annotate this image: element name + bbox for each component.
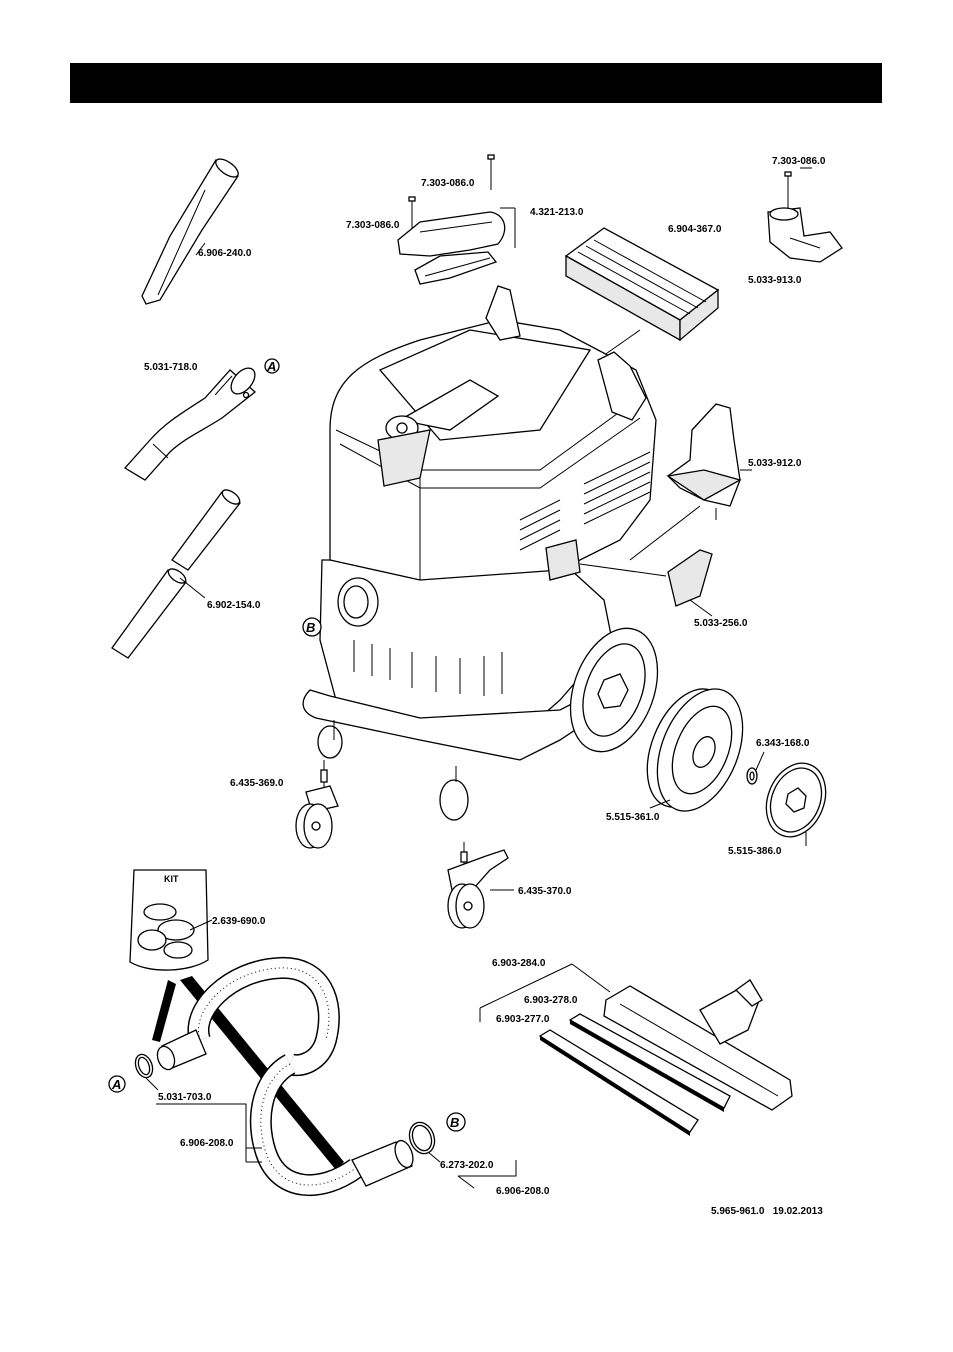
label-hose-adapter: 5.031-703.0: [158, 1092, 212, 1103]
label-accessory-holder: 5.033-913.0: [748, 275, 802, 286]
label-hose-assembly: 6.906-208.0: [496, 1186, 550, 1197]
castor-b-drawing: [447, 842, 514, 929]
seal-ring-drawing: [408, 1121, 441, 1163]
label-cover: 5.033-256.0: [694, 618, 748, 629]
castor-a-drawing: [295, 760, 339, 849]
kit-pointer-right: [180, 976, 344, 1170]
floor-nozzle-drawing: [603, 979, 793, 1111]
label-suction-hose: 6.906-208.0: [180, 1138, 234, 1149]
label-extension-tubes: 6.902-154.0: [207, 600, 261, 611]
label-strip-b: 6.903-277.0: [496, 1014, 550, 1025]
hub-cap-drawing: [765, 762, 827, 846]
extension-tubes-drawing: [111, 489, 241, 659]
label-seal-ring: 6.273-202.0: [440, 1160, 494, 1171]
floor-nozzle-bracket-drawing: [479, 963, 611, 1022]
label-flat-filter: 6.904-367.0: [668, 224, 722, 235]
top-screw-drawing: [487, 154, 495, 190]
label-screw-top: 7.303-086.0: [421, 178, 475, 189]
callout-b-hose: B: [450, 1115, 459, 1130]
bend-pipe-drawing: [123, 367, 257, 481]
accessory-holder-drawing: [767, 207, 843, 263]
kit-pointer-left: [152, 980, 176, 1042]
suction-hose-drawing: [156, 956, 414, 1197]
label-screw-holder: 7.303-086.0: [772, 156, 826, 167]
callout-b-circle-body: [302, 617, 322, 637]
label-bend-pipe: 5.031-718.0: [144, 362, 198, 373]
callout-a-circle-top: [264, 358, 280, 374]
label-wheel: 5.515-361.0: [606, 812, 660, 823]
label-nozzle-holder: 5.033-912.0: [748, 458, 802, 469]
label-retaining-ring: 6.343-168.0: [756, 738, 810, 749]
hose-adapter-drawing: [134, 1053, 159, 1091]
kit-bag-drawing: [129, 869, 213, 971]
callout-a-bottom: A: [111, 1077, 121, 1092]
hose-assembly-bracket-drawing: [457, 1160, 517, 1189]
rear-wheel-drawing: [569, 627, 659, 753]
strip-a-drawing: [568, 1013, 731, 1112]
label-floor-nozzle: 6.903-284.0: [492, 958, 546, 969]
callout-b-body: B: [306, 620, 315, 635]
label-castor-b: 6.435-370.0: [518, 886, 572, 897]
flat-filter-drawing: [564, 227, 720, 373]
label-screw-handle: 7.303-086.0: [346, 220, 400, 231]
footer-document-info: 5.965-961.0 19.02.2013: [711, 1206, 823, 1217]
holder-screw-drawing: [784, 167, 812, 210]
label-castor-a: 6.435-369.0: [230, 778, 284, 789]
retaining-ring-drawing: [746, 751, 765, 785]
label-kit: 2.639-690.0: [212, 916, 266, 927]
label-strip-a: 6.903-278.0: [524, 995, 578, 1006]
crevice-nozzle-drawing: [141, 158, 239, 305]
vacuum-body-drawing: [302, 285, 657, 821]
strip-b-drawing: [538, 1029, 699, 1136]
label-hub-cap: 5.515-386.0: [728, 846, 782, 857]
handle-drawing: [397, 207, 516, 285]
callout-a-top: A: [266, 359, 276, 374]
header-bar: [70, 63, 882, 103]
kit-bag-label: KIT: [164, 874, 179, 884]
wheel-drawing: [646, 688, 744, 812]
label-handle: 4.321-213.0: [530, 207, 584, 218]
callout-a-circle-bottom: [108, 1075, 126, 1093]
nozzle-holder-drawing: [629, 403, 752, 561]
hose-bracket-drawing: [156, 1103, 262, 1163]
label-crevice-nozzle: 6.906-240.0: [198, 248, 252, 259]
callout-b-circle-hose: [446, 1112, 466, 1132]
cover-drawing: [579, 549, 713, 617]
